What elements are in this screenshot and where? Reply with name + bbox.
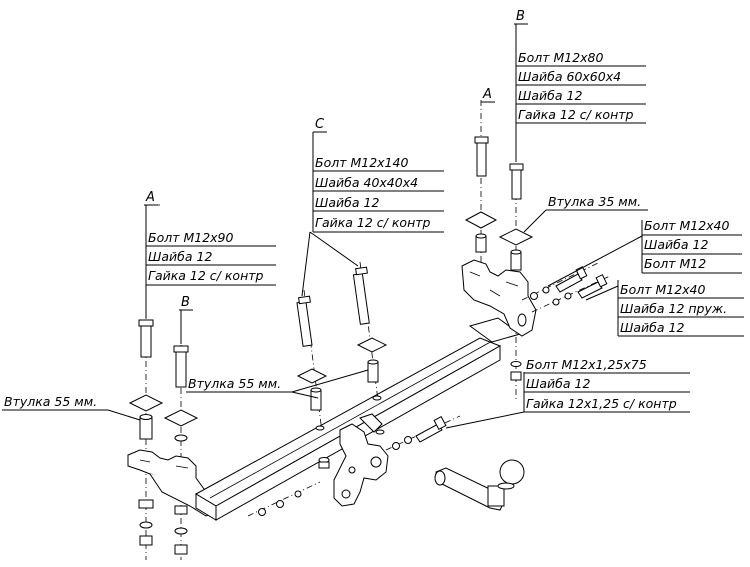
callout-side-b-line-1: Болт М12х40: [620, 282, 706, 297]
right-stack-b: [498, 25, 534, 400]
callout-mid-c-line-3: Шайба 12: [315, 195, 379, 210]
lower-bolt-row-right: [385, 415, 461, 451]
callout-right-b-line-3: Шайба 12: [518, 88, 582, 103]
letter-c-mid: C: [315, 117, 325, 132]
callout-side-b-line-3: Шайба 12: [620, 320, 684, 335]
callout-mid-c: Болт М12х140 Шайба 40х40х4 Шайба 12 Гайк…: [312, 132, 444, 233]
bushing-label-right: Втулка 35 мм.: [548, 194, 641, 209]
callout-right-b: Болт М12х80 Шайба 60х60х4 Шайба 12 Гайка…: [515, 24, 646, 124]
bushing-label-left: Втулка 55 мм.: [4, 394, 97, 409]
letter-b-left: B: [181, 295, 190, 310]
reference-letters: A B C A B: [144, 9, 528, 311]
callout-left-a-line-3: Гайка 12 с/ контр: [148, 268, 264, 283]
callout-side-m12x40-a: Болт М12х40 Шайба 12 Болт М12: [641, 218, 742, 274]
callout-side-b-line-2: Шайба 12 пруж.: [620, 301, 727, 316]
callout-lower-m12x125: Болт М12х1,25х75 Шайба 12 Гайка 12х1,25 …: [523, 357, 690, 413]
bushing-label-mid: Втулка 55 мм.: [188, 376, 281, 391]
callout-side-a-line-2: Шайба 12: [644, 237, 708, 252]
callout-side-a-line-1: Болт М12х40: [644, 218, 730, 233]
letter-a-right: A: [482, 87, 492, 102]
callout-right-b-line-1: Болт М12х80: [518, 50, 604, 65]
letter-b-right: B: [516, 9, 525, 24]
callout-mid-c-line-4: Гайка 12 с/ контр: [315, 215, 431, 230]
callout-side-a-line-3: Болт М12: [644, 256, 706, 271]
callout-lower-line-2: Шайба 12: [526, 376, 590, 391]
right-stack-a: [464, 100, 498, 275]
side-bolts-right: [521, 261, 611, 313]
ball-mount-plate: [318, 413, 389, 507]
callout-lower-line-1: Болт М12х1,25х75: [526, 357, 647, 372]
letter-a-left: A: [145, 190, 155, 205]
callout-left-a-line-1: Болт М12х90: [148, 230, 234, 245]
callout-right-b-line-2: Шайба 60х60х4: [518, 69, 621, 84]
callout-mid-c-line-2: Шайба 40х40х4: [315, 175, 418, 190]
lower-bolt-row-left: [247, 481, 321, 517]
left-stack-a: [128, 204, 164, 560]
callout-lower-line-3: Гайка 12х1,25 с/ контр: [526, 396, 677, 411]
callout-right-b-line-4: Гайка 12 с/ контр: [518, 107, 634, 122]
middle-stack-c: [296, 261, 388, 433]
left-stack-b: [163, 310, 199, 560]
callout-mid-c-line-1: Болт М12х140: [315, 155, 408, 170]
callout-side-m12x40-b: Болт М12х40 Шайба 12 пруж. Шайба 12: [617, 280, 744, 337]
right-mounting-bracket: [461, 259, 537, 337]
callout-left-a-line-2: Шайба 12: [148, 249, 212, 264]
callout-left-a: Болт М12х90 Шайба 12 Гайка 12 с/ контр: [145, 205, 276, 286]
tow-ball: [434, 459, 525, 511]
bushing-labels: Втулка 55 мм. Втулка 55 мм. Втулка 35 мм…: [2, 194, 648, 411]
